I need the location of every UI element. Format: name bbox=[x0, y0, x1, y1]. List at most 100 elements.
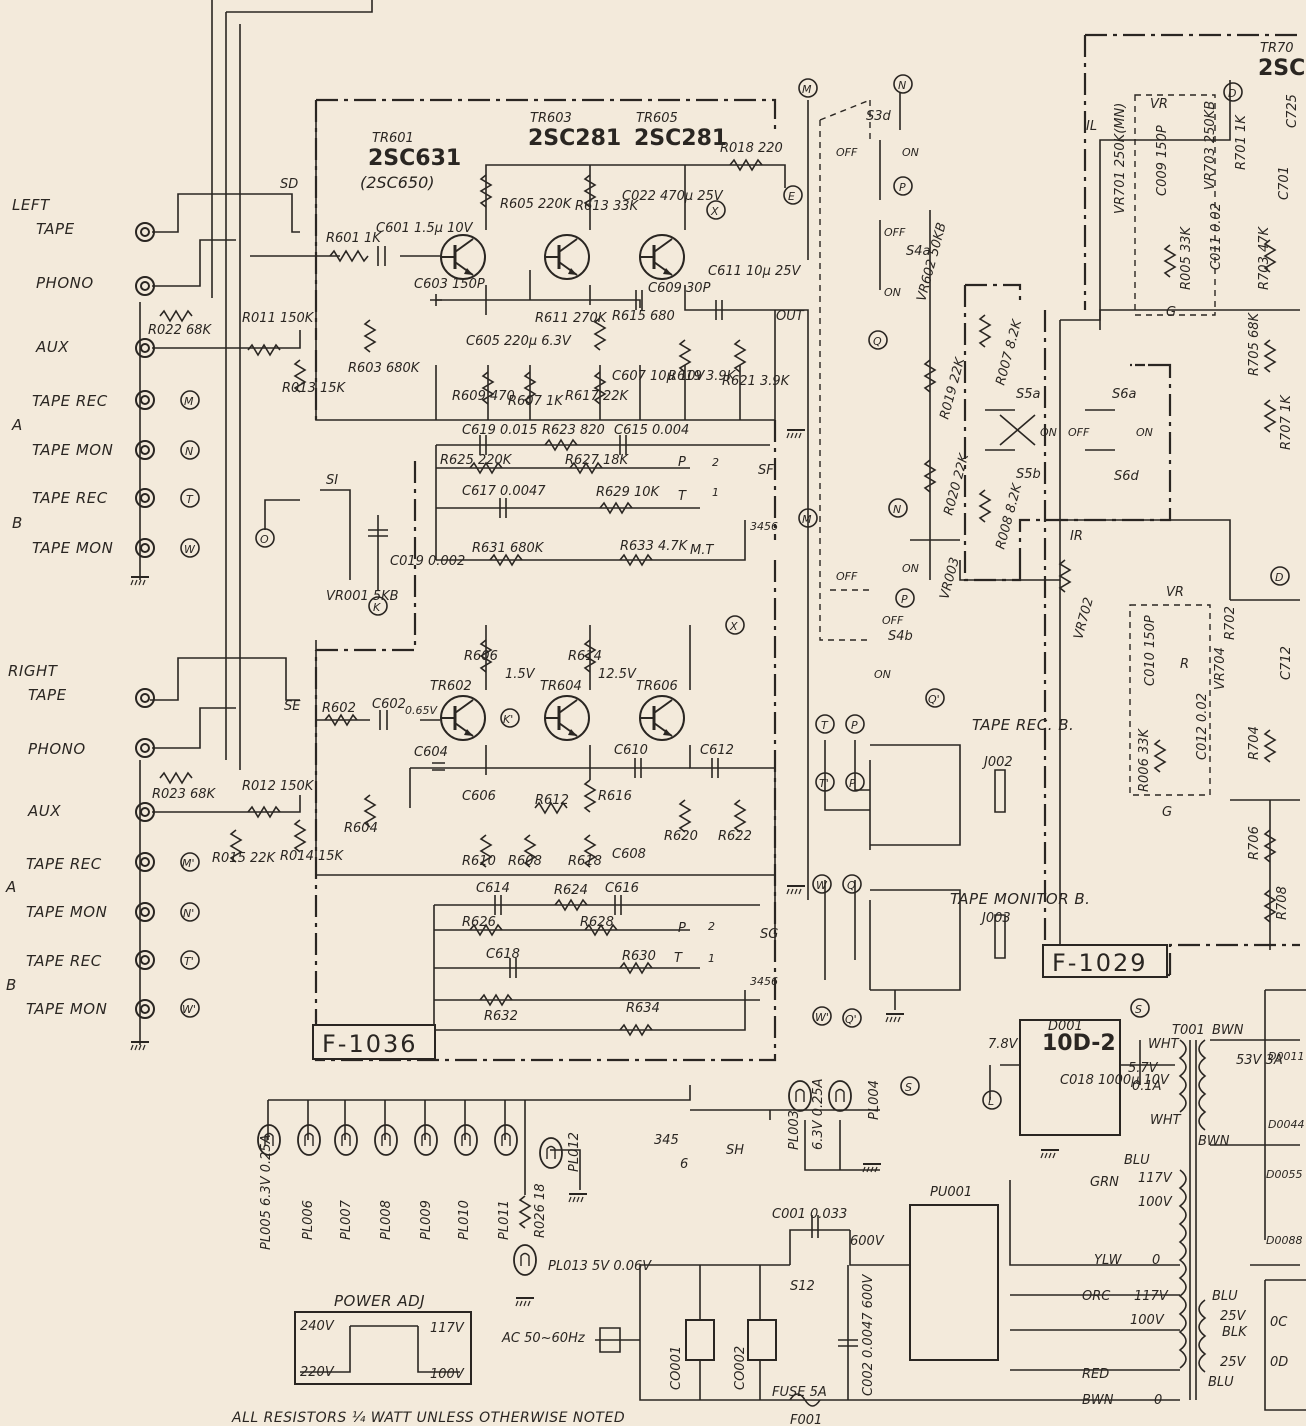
r708-label: R708 bbox=[1275, 886, 1290, 920]
capacitor-c602 bbox=[379, 710, 388, 730]
resistor-r634 bbox=[619, 1023, 653, 1037]
voltage-15: 1.5V bbox=[505, 667, 536, 682]
pilot-lamp-pl008 bbox=[374, 1124, 398, 1156]
r014-label: R014 15K bbox=[280, 849, 345, 864]
svg-text:E: E bbox=[788, 190, 795, 203]
jack-right-tape bbox=[135, 688, 155, 708]
resistor-r704 bbox=[1263, 729, 1277, 763]
capacitor-c604 bbox=[432, 762, 445, 771]
r633-label: R633 4.7K bbox=[620, 539, 689, 554]
jack-right-tape-rec-b bbox=[135, 950, 155, 970]
jack-left-tape-mon-b bbox=[135, 538, 155, 558]
svg-text:D: D bbox=[1228, 87, 1236, 100]
jack-right-aux bbox=[135, 802, 155, 822]
ir-label: IR bbox=[1070, 529, 1083, 544]
vr001-label: VR001 5KB bbox=[326, 589, 399, 604]
c018-label: C018 1000μ 10V bbox=[1060, 1073, 1170, 1088]
svg-text:M: M bbox=[802, 513, 812, 526]
switch-pos-1: 1 bbox=[708, 952, 715, 965]
connector-t: T bbox=[815, 714, 835, 734]
labels: LEFT TAPE PHONO AUX TAPE REC A TAPE MON … bbox=[5, 41, 1305, 1426]
r607-label: R607 1K bbox=[508, 394, 564, 409]
jack-left-tape-rec-a bbox=[135, 390, 155, 410]
pilot-lamp-pl004 bbox=[828, 1080, 852, 1112]
capacitor-c601 bbox=[377, 246, 386, 266]
c603-label: C603 150P bbox=[414, 277, 485, 292]
resistor-r707 bbox=[1263, 399, 1277, 433]
tape-monitor-jack-title: TAPE MONITOR B. bbox=[950, 890, 1090, 908]
right-aux-label: AUX bbox=[27, 802, 61, 820]
connector-m: M bbox=[180, 390, 200, 410]
switch-off-label: OFF bbox=[882, 614, 904, 627]
d0044-label: D0044 bbox=[1268, 1118, 1304, 1131]
power-adj-title: POWER ADJ bbox=[334, 1292, 425, 1310]
pl006-label: PL006 bbox=[301, 1200, 316, 1240]
pilot-lamp-pl003 bbox=[788, 1080, 812, 1112]
transistor-tr604 bbox=[543, 694, 591, 742]
tone-tap-t: T bbox=[678, 489, 687, 504]
connector-qp: Q' bbox=[842, 1008, 862, 1028]
voltage-78: 7.8V bbox=[988, 1037, 1019, 1052]
tap-25v: 25V bbox=[1220, 1355, 1247, 1370]
svg-text:X: X bbox=[729, 620, 738, 633]
switch-sh-label: SH bbox=[726, 1143, 744, 1158]
svg-text:Q': Q' bbox=[845, 1013, 857, 1026]
switch-pos-3456: 3456 bbox=[750, 520, 778, 533]
wire-wht: WHT bbox=[1148, 1037, 1180, 1052]
capacitor-c001 bbox=[811, 1215, 819, 1238]
tap-0c: 0C bbox=[1270, 1315, 1288, 1330]
vr602-label: VR602 50KB bbox=[914, 221, 949, 303]
ground-symbol bbox=[885, 1013, 905, 1023]
svg-text:Q: Q bbox=[847, 879, 856, 892]
r602-label: R602 bbox=[322, 701, 356, 716]
connector-s: S bbox=[900, 1076, 920, 1096]
switch-on-label: ON bbox=[874, 668, 891, 681]
ground-g-label: G bbox=[1166, 305, 1176, 320]
resistor-r703 bbox=[1263, 239, 1277, 273]
group-b-label: B bbox=[6, 976, 17, 994]
resistor-r708 bbox=[1263, 889, 1277, 923]
svg-text:S: S bbox=[905, 1081, 912, 1094]
resistor-r615 bbox=[593, 317, 607, 351]
svg-text:X: X bbox=[710, 205, 719, 218]
connector-p: P bbox=[895, 588, 915, 608]
c602-label: C602 bbox=[372, 697, 406, 712]
components bbox=[130, 158, 1306, 1411]
resistor-r018 bbox=[729, 158, 763, 172]
wire-wht: WHT bbox=[1150, 1113, 1182, 1128]
c002-label: C002 0.0047 600V bbox=[861, 1274, 876, 1396]
capacitor-c609 bbox=[635, 290, 643, 310]
tone-tap-p: P bbox=[678, 921, 686, 936]
resistor-r605 bbox=[479, 174, 493, 208]
r019-label: R019 22K bbox=[937, 355, 968, 421]
capacitor-co001 bbox=[685, 1319, 715, 1361]
capacitor-c611 bbox=[715, 300, 723, 320]
switch-s12-label: S12 bbox=[790, 1279, 815, 1294]
jack-right-tape-mon-a bbox=[135, 902, 155, 922]
wire-bwn: BWN bbox=[1212, 1023, 1244, 1038]
co001-label: CO001 bbox=[669, 1346, 684, 1390]
r626-label: R626 bbox=[462, 915, 496, 930]
r707-label: R707 1K bbox=[1279, 394, 1294, 450]
power-adj-100v: 100V bbox=[430, 1367, 465, 1382]
resistor-r606 bbox=[479, 639, 493, 673]
svg-text:N': N' bbox=[183, 907, 194, 920]
resistor-r633 bbox=[619, 553, 653, 567]
tr601-type: 2SC631 bbox=[368, 146, 461, 171]
resistor-r601 bbox=[329, 249, 369, 263]
r627-label: R627 18K bbox=[565, 453, 630, 468]
group-b-label: B bbox=[12, 514, 23, 532]
r604-label: R604 bbox=[344, 821, 378, 836]
resistor-r610 bbox=[479, 834, 493, 868]
connector-d: D bbox=[1270, 566, 1290, 586]
switch-on-label: ON bbox=[884, 286, 901, 299]
r611-label: R611 270K bbox=[535, 311, 608, 326]
transistor-tr603 bbox=[543, 233, 591, 281]
c001-voltage: 600V bbox=[850, 1234, 885, 1249]
connector-e: E bbox=[783, 185, 803, 205]
right-tape-rec-a-label: TAPE REC bbox=[26, 855, 102, 873]
resistor-r603 bbox=[363, 319, 377, 353]
resistor-vr702 bbox=[1058, 559, 1072, 593]
resistor-r619 bbox=[678, 339, 692, 373]
